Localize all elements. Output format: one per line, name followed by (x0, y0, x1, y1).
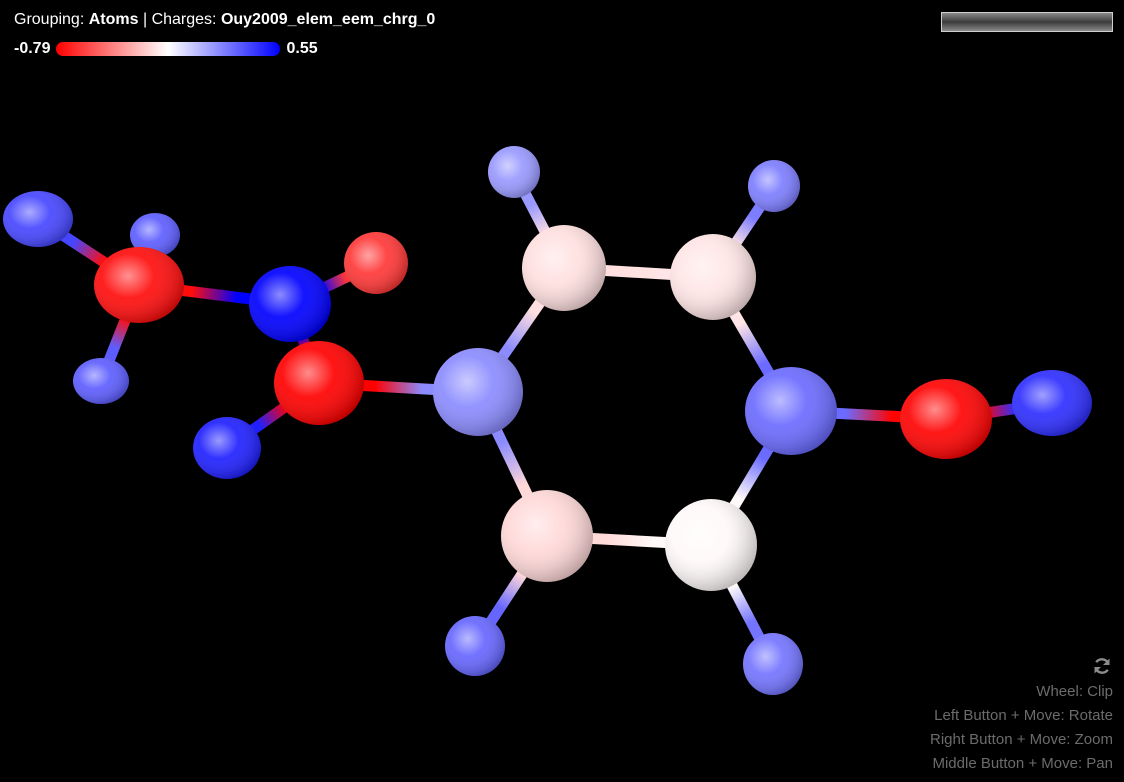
charges-value: Ouy2009_elem_eem_chrg_0 (220, 11, 436, 28)
atom[interactable] (433, 348, 523, 436)
atom[interactable] (488, 146, 540, 198)
charges-label: Charges: (151, 11, 217, 28)
atom[interactable] (670, 234, 756, 320)
progress-box (941, 12, 1113, 32)
header-info: Grouping: Atoms | Charges: Ouy2009_elem_… (14, 10, 435, 30)
hint-zoom: Right Button + Move: Zoom (929, 731, 1113, 748)
atom[interactable] (445, 616, 505, 676)
hint-wheel: Wheel: Clip (1036, 683, 1113, 700)
grouping-label: Grouping: (14, 11, 85, 28)
atoms-layer (3, 146, 1092, 695)
mouse-controls-help: Wheel: Clip Left Button + Move: Rotate R… (930, 680, 1113, 776)
legend-min-value: -0.79 (14, 40, 51, 57)
atom[interactable] (73, 358, 129, 404)
grouping-value: Atoms (88, 11, 139, 28)
atom[interactable] (745, 367, 837, 455)
atom[interactable] (748, 160, 800, 212)
atom[interactable] (274, 341, 364, 425)
legend-max-value: 0.55 (286, 40, 318, 57)
atom[interactable] (501, 490, 593, 582)
hint-pan: Middle Button + Move: Pan (932, 755, 1113, 772)
hint-rotate: Left Button + Move: Rotate (934, 707, 1113, 724)
refresh-icon[interactable] (1092, 656, 1112, 676)
atom[interactable] (94, 247, 184, 323)
charge-color-legend: -0.79 0.55 (14, 39, 318, 59)
atom[interactable] (130, 213, 180, 257)
atom[interactable] (743, 633, 803, 695)
atom[interactable] (3, 191, 73, 247)
atom[interactable] (522, 225, 606, 311)
header-separator: | (142, 11, 148, 28)
atom[interactable] (665, 499, 757, 591)
atom[interactable] (249, 266, 331, 342)
atom[interactable] (900, 379, 992, 459)
atom[interactable] (193, 417, 261, 479)
atom[interactable] (344, 232, 408, 294)
atom[interactable] (1012, 370, 1092, 436)
legend-gradient-bar (56, 42, 281, 56)
